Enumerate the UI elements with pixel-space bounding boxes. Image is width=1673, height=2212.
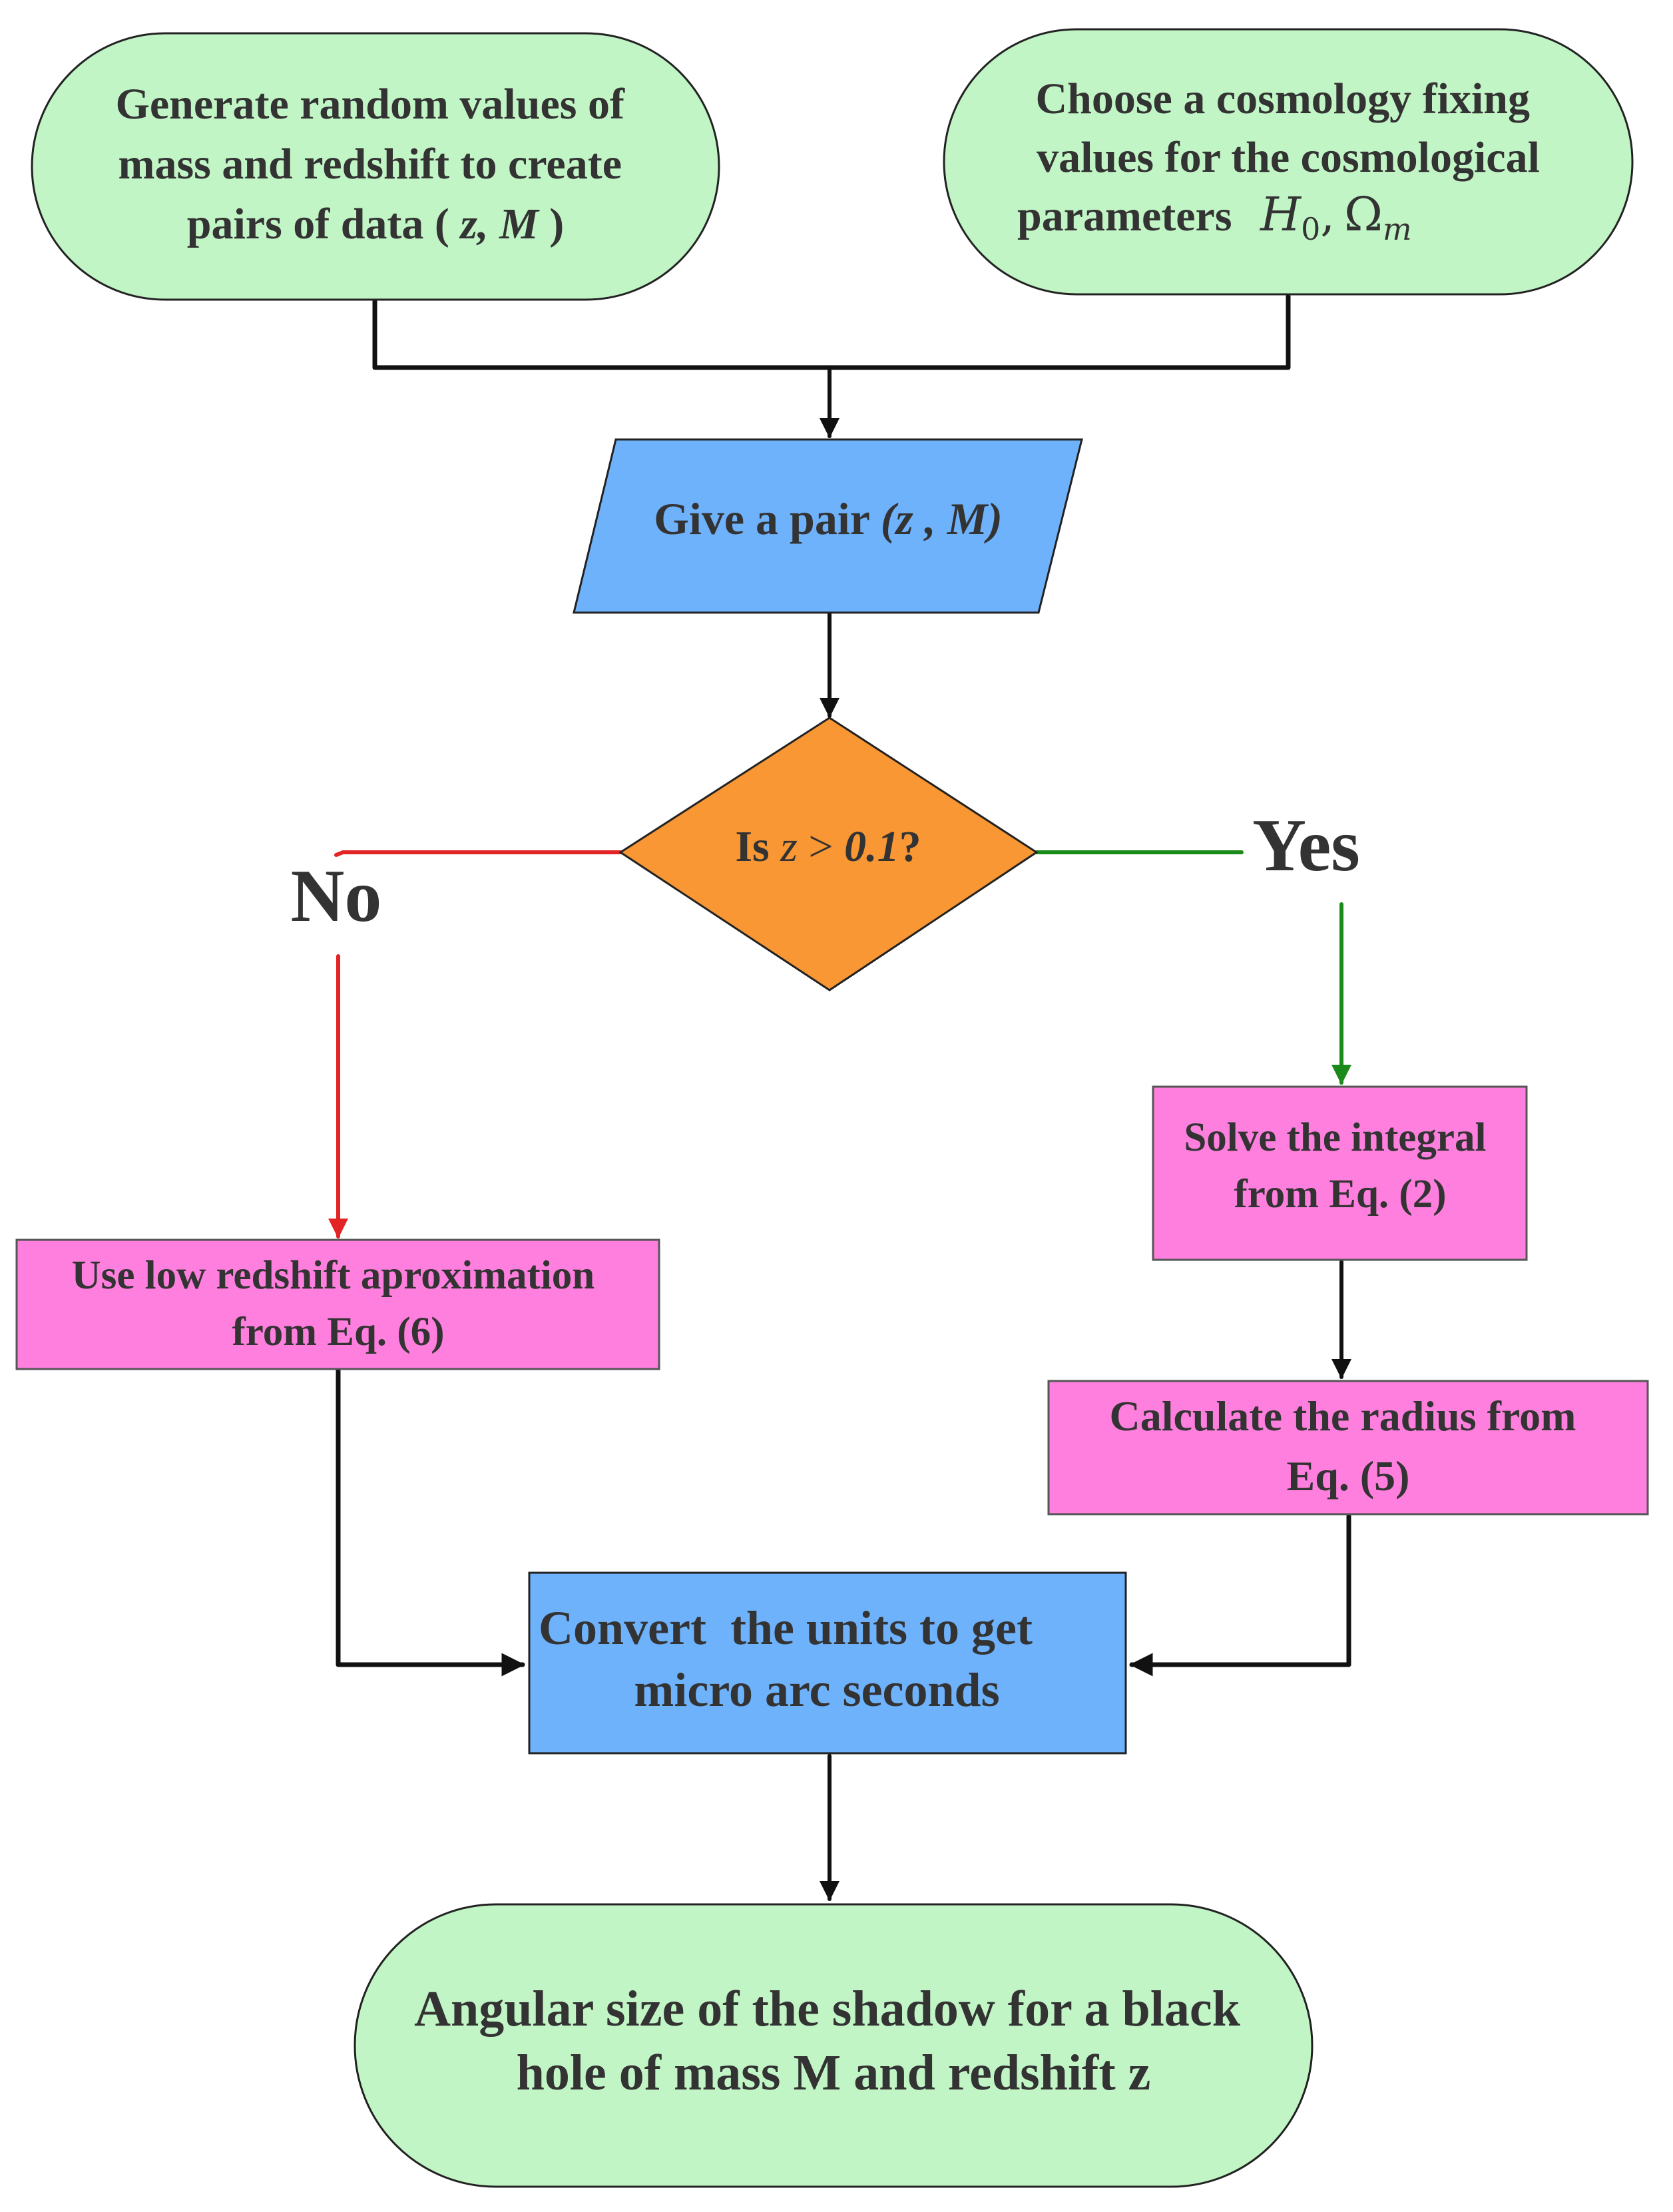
give-pair-vars: (z , M)	[881, 493, 1003, 544]
result-line1: Angular size of the shadow for a black	[414, 1981, 1240, 2037]
svg-text:parameters H0,Ωm: parameters H0,Ωm	[1017, 187, 1412, 247]
generate-line2: mass and redshift to create	[119, 140, 622, 188]
decision-shape	[618, 716, 1039, 991]
svg-text:Is z > 0.1?: Is z > 0.1?	[735, 822, 921, 871]
give-pair-prefix: Give a pair	[654, 493, 869, 544]
node-result: Angular size of the shadow for a black h…	[354, 1903, 1314, 2188]
generate-line1: Generate random values of	[116, 80, 625, 129]
connector-low-z-to-convert	[336, 1368, 525, 1677]
terminal-shape-result	[354, 1903, 1314, 2188]
cosmology-line2: values for the cosmological	[1037, 133, 1540, 182]
yes-branch-label: Yes	[1252, 804, 1360, 887]
svg-text:Solve the integral from: Solve the integral from Eq. (2)	[1184, 1115, 1496, 1217]
process-shape-convert	[528, 1571, 1127, 1755]
low-z-line1: Use low redshift aproximation	[72, 1253, 595, 1298]
solve-integral-line2: from Eq. (2)	[1234, 1172, 1446, 1217]
decision-suffix: ?	[899, 822, 921, 871]
cosmology-omega-sub: m	[1383, 211, 1412, 247]
io-shape-give-pair	[573, 438, 1083, 614]
cosmology-line1: Choose a cosmology fixing	[1036, 75, 1531, 123]
node-cosmology: Choose a cosmology fixing values for the…	[943, 28, 1634, 296]
svg-text:Calculate the radius from: Calculate the radius from Eq. (5)	[1110, 1392, 1587, 1500]
node-solve-integral: Solve the integral from Eq. (2)	[1152, 1085, 1528, 1261]
connectors	[328, 294, 1351, 1901]
radius-line2: Eq. (5)	[1287, 1452, 1410, 1500]
convert-line2: micro arc seconds	[634, 1663, 999, 1717]
connector-no-horizontal	[334, 850, 622, 857]
svg-text:Use low redshift aproximation: Use low redshift aproximation from Eq. (…	[72, 1253, 605, 1354]
cosmology-h-sub: 0	[1301, 211, 1320, 247]
decision-var: z	[780, 822, 798, 871]
node-convert: Convert the units to get micro arc secon…	[528, 1571, 1127, 1755]
svg-text:Generate random values of: Generate random values of mass and redsh…	[116, 80, 636, 248]
decision-value: 0.1	[844, 822, 899, 871]
cosmology-h-symbol: H	[1259, 187, 1302, 242]
svg-text:Choose a cosmology fixing: Choose a cosmology fixing values for the…	[1036, 75, 1541, 182]
svg-text:Angular size of the shadow for: Angular size of the shadow for a black h…	[414, 1981, 1253, 2101]
node-low-z: Use low redshift aproximation from Eq. (…	[15, 1239, 660, 1370]
low-z-line2: from Eq. (6)	[232, 1310, 444, 1354]
terminal-shape-cosmology	[943, 28, 1634, 296]
decision-op: >	[808, 822, 833, 871]
svg-text:Give a pair (z , M): Give a pair (z , M)	[654, 493, 1003, 544]
cosmology-separator: ,	[1320, 189, 1335, 242]
svg-text:Convert the units to get: Convert the units to get micro arc secon…	[539, 1601, 1033, 1717]
node-give-pair: Give a pair (z , M)	[573, 438, 1083, 614]
process-shape-solve-integral	[1152, 1085, 1528, 1261]
terminal-shape-generate	[31, 32, 720, 301]
connector-generate-to-merge	[372, 298, 832, 370]
generate-line3-prefix: pairs of data (	[187, 200, 449, 248]
generate-line3-vars: z, M	[459, 200, 540, 248]
no-branch-label: No	[291, 855, 382, 938]
solve-integral-line1: Solve the integral	[1184, 1115, 1486, 1160]
cosmology-line3-prefix: parameters	[1017, 192, 1232, 240]
node-generate: Generate random values of mass and redsh…	[31, 32, 720, 301]
cosmology-omega-symbol: Ω	[1344, 187, 1383, 242]
radius-line1: Calculate the radius from	[1110, 1392, 1576, 1440]
node-radius: Calculate the radius from Eq. (5)	[1047, 1380, 1649, 1516]
process-shape-low-z	[15, 1239, 660, 1370]
convert-line1: Convert the units to get	[539, 1601, 1033, 1655]
result-line2: hole of mass M and redshift z	[517, 2045, 1151, 2101]
connector-radius-to-convert	[1129, 1514, 1351, 1677]
connector-cosmology-to-merge	[827, 294, 1291, 370]
node-decision: Is z > 0.1?	[618, 716, 1039, 991]
generate-line3-suffix: )	[549, 200, 564, 248]
decision-prefix: Is	[735, 822, 769, 871]
process-shape-radius	[1047, 1380, 1649, 1516]
